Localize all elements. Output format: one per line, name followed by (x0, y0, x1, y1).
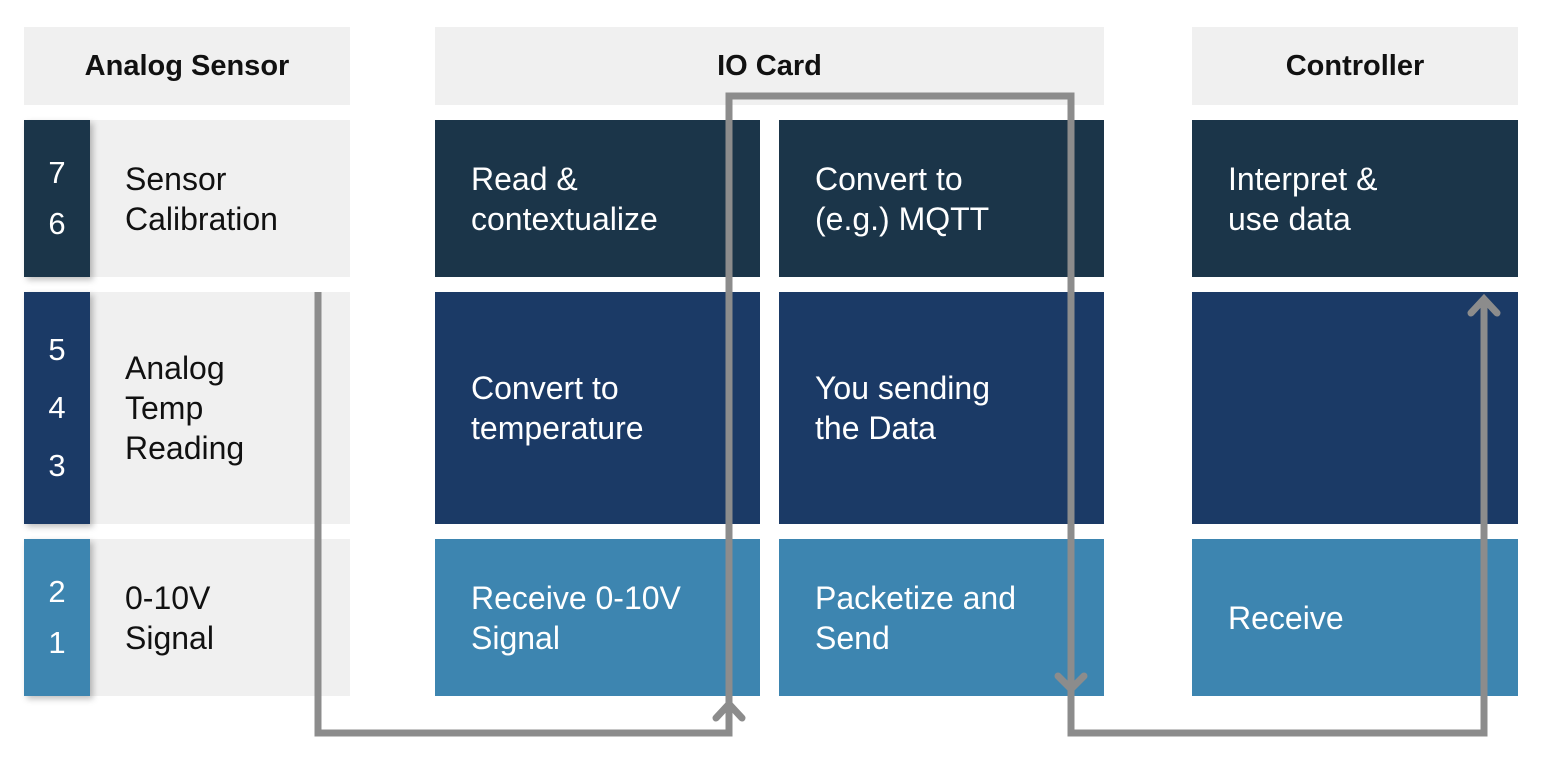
sensor-signal-label: 0-10V Signal (125, 579, 214, 656)
layer-bar-middle: 5 4 3 (24, 292, 90, 524)
io-receive-signal: Receive 0-10V Signal (435, 539, 760, 696)
layer-bar-top: 7 6 (24, 120, 90, 277)
controller-interpret: Interpret & use data (1192, 120, 1518, 277)
layer-number: 4 (48, 390, 66, 425)
sensor-reading-label: Analog Temp Reading (125, 350, 245, 466)
io-convert-mqtt: Convert to (e.g.) MQTT (779, 120, 1104, 277)
controller-receive: Receive (1192, 539, 1518, 696)
layer-number: 6 (48, 206, 66, 241)
arrowhead-up-icon (712, 698, 746, 722)
layer-number: 3 (48, 448, 66, 483)
io-packetize-send: Packetize and Send (779, 539, 1104, 696)
header-controller: Controller (1192, 27, 1518, 105)
layer-number: 1 (48, 625, 66, 660)
controller-middle (1192, 292, 1518, 524)
sensor-calibration-label: Sensor Calibration (125, 160, 278, 237)
layer-number: 2 (48, 574, 66, 609)
io-convert-temperature: Convert to temperature (435, 292, 760, 524)
io-sending-data: You sending the Data (779, 292, 1104, 524)
header-io-card: IO Card (435, 27, 1104, 105)
layer-number: 7 (48, 155, 66, 190)
header-analog-sensor: Analog Sensor (24, 27, 350, 105)
layer-bar-bottom: 2 1 (24, 539, 90, 696)
io-read-contextualize: Read & contextualize (435, 120, 760, 277)
layer-number: 5 (48, 332, 66, 367)
